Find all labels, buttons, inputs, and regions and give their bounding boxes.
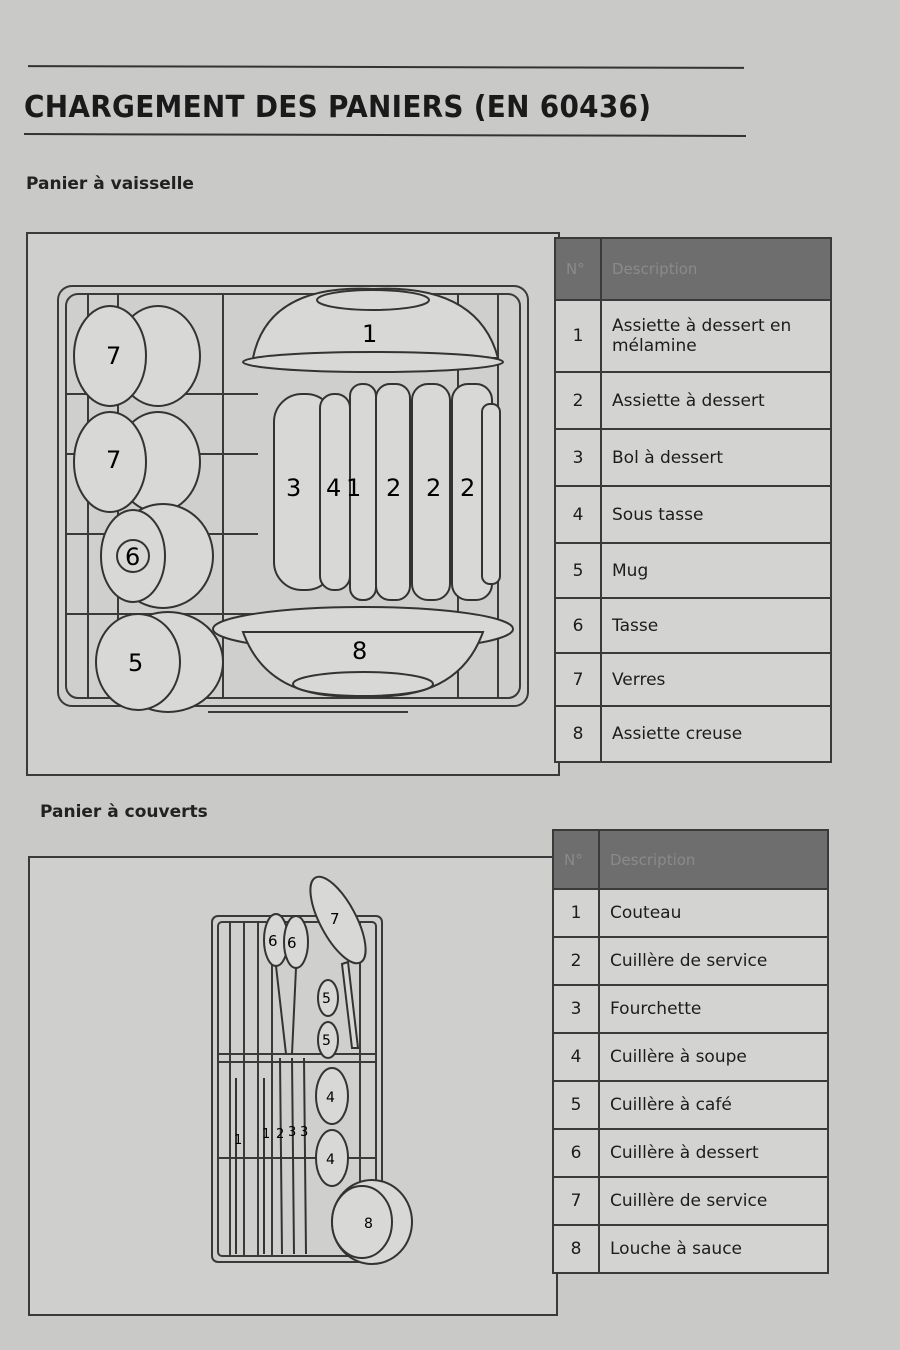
serving-low-label: 2 bbox=[276, 1127, 284, 1142]
row-number: 5 bbox=[553, 1081, 599, 1129]
table-row: 2 Cuillère de service bbox=[553, 937, 828, 985]
row-number: 6 bbox=[555, 598, 601, 653]
row-description: Assiette à dessert bbox=[601, 372, 831, 429]
cutlery-basket-table: N° Description 1 Couteau 2 Cuillère de s… bbox=[552, 829, 829, 1274]
table-row: 1 Assiette à dessert en mélamine bbox=[555, 300, 831, 372]
row-description: Bol à dessert bbox=[601, 429, 831, 486]
cutlery-basket-frame: 7 6 6 5 5 4 4 bbox=[28, 856, 558, 1316]
table-row: 6 Tasse bbox=[555, 598, 831, 653]
soup-a-label: 4 bbox=[326, 1090, 335, 1106]
plate-label-6: 2 bbox=[460, 474, 475, 502]
row-description: Cuillère de service bbox=[599, 937, 828, 985]
row-number: 8 bbox=[555, 706, 601, 762]
row-number: 4 bbox=[553, 1033, 599, 1081]
table-row: 3 Bol à dessert bbox=[555, 429, 831, 486]
row-number: 7 bbox=[553, 1177, 599, 1225]
row-number: 1 bbox=[553, 889, 599, 937]
row-number: 4 bbox=[555, 486, 601, 543]
table-row: 7 Verres bbox=[555, 653, 831, 706]
knife-a-label: 1 bbox=[234, 1133, 242, 1148]
table-header-number: N° bbox=[555, 238, 601, 300]
row-number: 2 bbox=[555, 372, 601, 429]
table-row: 5 Mug bbox=[555, 543, 831, 598]
title-rule-top bbox=[28, 65, 744, 69]
table-row: 1 Couteau bbox=[553, 889, 828, 937]
row-description: Tasse bbox=[601, 598, 831, 653]
plate-label-3: 1 bbox=[346, 474, 361, 502]
mug-label: 5 bbox=[128, 649, 143, 677]
row-number: 6 bbox=[553, 1129, 599, 1177]
glass-top-label: 7 bbox=[106, 342, 121, 370]
plate-label-2: 4 bbox=[326, 474, 341, 502]
serving-spoon-icon bbox=[300, 869, 377, 1048]
row-description: Sous tasse bbox=[601, 486, 831, 543]
row-number: 5 bbox=[555, 543, 601, 598]
table-row: 8 Assiette creuse bbox=[555, 706, 831, 762]
glass-mid-icon bbox=[74, 412, 200, 512]
title-rule-bottom bbox=[24, 133, 746, 137]
bowl-bottom-label: 8 bbox=[352, 637, 367, 665]
table-header: N° Description bbox=[555, 238, 831, 300]
row-number: 8 bbox=[553, 1225, 599, 1273]
ladle-label: 8 bbox=[364, 1216, 373, 1232]
dish-basket-heading: Panier à vaisselle bbox=[26, 174, 194, 194]
cup-label: 6 bbox=[125, 543, 140, 571]
plate-label-5: 2 bbox=[426, 474, 441, 502]
dish-basket-table: N° Description 1 Assiette à dessert en m… bbox=[554, 237, 832, 763]
row-description: Mug bbox=[601, 543, 831, 598]
glass-top-icon bbox=[74, 306, 200, 406]
cup-icon bbox=[101, 504, 213, 608]
row-description: Assiette à dessert en mélamine bbox=[601, 300, 831, 372]
soup-spoon-icon bbox=[316, 1068, 348, 1186]
row-description: Verres bbox=[601, 653, 831, 706]
cutlery-basket-heading: Panier à couverts bbox=[40, 802, 208, 822]
dish-basket-frame: 7 7 6 5 1 bbox=[26, 232, 560, 776]
knife-b-label: 1 bbox=[262, 1127, 270, 1142]
row-description: Cuillère à dessert bbox=[599, 1129, 828, 1177]
row-description: Cuillère de service bbox=[599, 1177, 828, 1225]
tea-a-label: 5 bbox=[322, 991, 331, 1007]
table-row: 6 Cuillère à dessert bbox=[553, 1129, 828, 1177]
row-description: Cuillère à soupe bbox=[599, 1033, 828, 1081]
table-row: 3 Fourchette bbox=[553, 985, 828, 1033]
row-number: 2 bbox=[553, 937, 599, 985]
table-row: 4 Sous tasse bbox=[555, 486, 831, 543]
row-number: 3 bbox=[555, 429, 601, 486]
mug-icon bbox=[96, 612, 223, 712]
row-description: Couteau bbox=[599, 889, 828, 937]
table-row: 4 Cuillère à soupe bbox=[553, 1033, 828, 1081]
plate-label-1: 3 bbox=[286, 474, 301, 502]
row-description: Cuillère à café bbox=[599, 1081, 828, 1129]
plate-label-4: 2 bbox=[386, 474, 401, 502]
table-row: 8 Louche à sauce bbox=[553, 1225, 828, 1273]
row-description: Louche à sauce bbox=[599, 1225, 828, 1273]
row-number: 3 bbox=[553, 985, 599, 1033]
table-header-description: Description bbox=[601, 238, 831, 300]
glass-mid-label: 7 bbox=[106, 446, 121, 474]
table-header: N° Description bbox=[553, 830, 828, 889]
cutlery-basket-diagram: 7 6 6 5 5 4 4 bbox=[30, 858, 556, 1314]
dish-basket-diagram: 7 7 6 5 1 bbox=[28, 234, 558, 774]
fork-a-label: 3 bbox=[288, 1125, 296, 1140]
serving-top-label: 7 bbox=[330, 910, 340, 928]
table-row: 2 Assiette à dessert bbox=[555, 372, 831, 429]
soup-b-label: 4 bbox=[326, 1152, 335, 1168]
dessert-a-label: 6 bbox=[268, 932, 278, 950]
page-title: CHARGEMENT DES PANIERS (EN 60436) bbox=[24, 90, 651, 125]
table-header-description: Description bbox=[599, 830, 828, 889]
row-description: Assiette creuse bbox=[601, 706, 831, 762]
row-number: 7 bbox=[555, 653, 601, 706]
bowl-top-label: 1 bbox=[362, 320, 377, 348]
fork-b-label: 3 bbox=[300, 1125, 308, 1140]
row-description: Fourchette bbox=[599, 985, 828, 1033]
dessert-b-label: 6 bbox=[287, 934, 297, 952]
row-number: 1 bbox=[555, 300, 601, 372]
tea-b-label: 5 bbox=[322, 1033, 331, 1049]
table-row: 5 Cuillère à café bbox=[553, 1081, 828, 1129]
table-row: 7 Cuillère de service bbox=[553, 1177, 828, 1225]
table-header-number: N° bbox=[553, 830, 599, 889]
